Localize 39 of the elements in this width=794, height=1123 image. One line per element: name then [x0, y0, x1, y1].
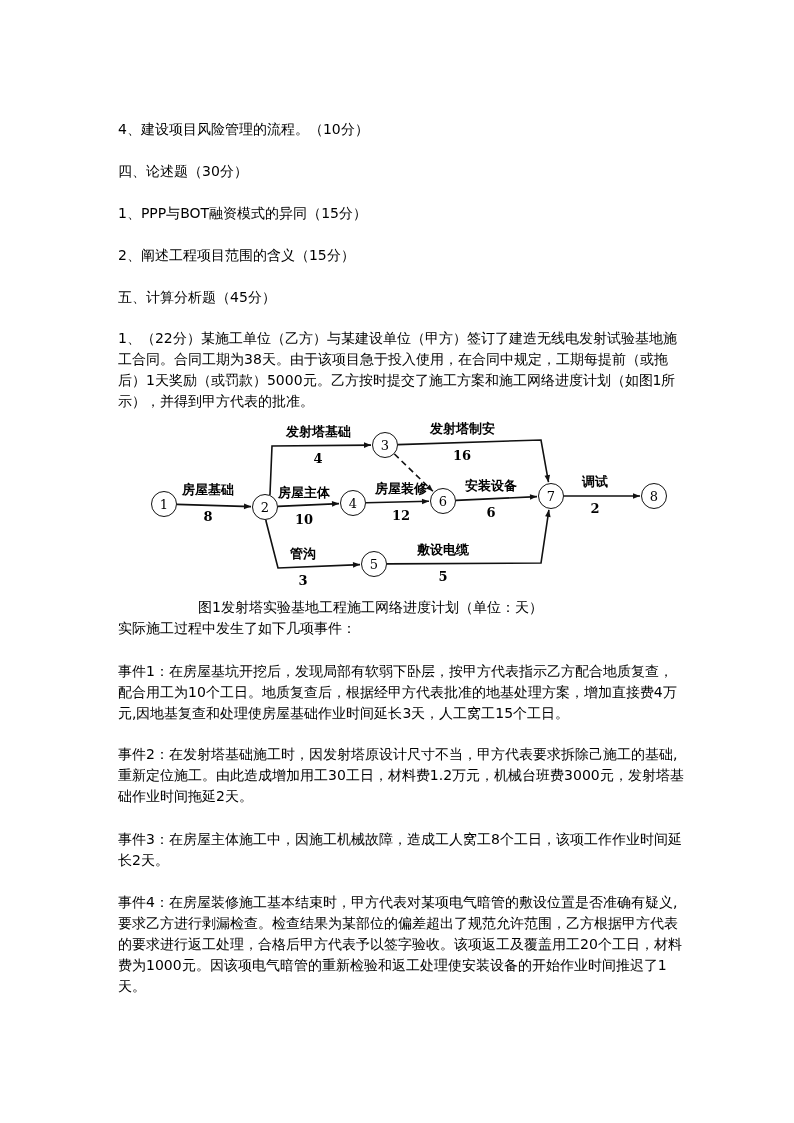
event-circle: 6	[430, 488, 456, 514]
question-text: 4、建设项目风险管理的流程。（10分）	[118, 120, 370, 139]
event-circle: 5	[361, 551, 387, 577]
paragraph: 1、（22分）某施工单位（乙方）与某建设单位（甲方）签订了建造无线电发射试验基地施工合同。合同工期为38天。由于该项目急于投入使用，在合同中规定，工期每提前（或拖后）1天奖励（或罚款）5000元。乙方按时提交了施工方案和施工网络进度计划（如图1所示），并得到甲方代表的批准。	[118, 329, 678, 411]
section-heading: 四、论述题（30分）	[118, 162, 249, 181]
paragraph: 事件1：在房屋基坑开挖后，发现局部有软弱下卧层，按甲方代表指示乙方配合地质复查，配合用工为10个工日。地质复查后，根据经甲方代表批准的地基处理方案，增加直接费4万元,因地基复查和处理使房屋基础作业时间延长3天，人工窝工15个工日。	[118, 662, 678, 723]
arrow	[365, 498, 430, 505]
arrow	[563, 493, 641, 499]
dashed-arrow	[393, 453, 434, 493]
edge-label: 房屋基础 8	[182, 481, 234, 526]
arrow	[455, 494, 538, 502]
arrow	[386, 509, 551, 565]
section-heading: 五、计算分析题（45分）	[118, 288, 277, 307]
arrow	[265, 519, 361, 569]
edge-label: 管沟 3	[290, 545, 316, 590]
paragraph: 实际施工过程中发生了如下几项事件：	[118, 619, 357, 638]
figure-caption: 图1发射塔实验基地工程施工网络进度计划（单位：天）	[198, 598, 543, 617]
edge-label: 敷设电缆 5	[417, 541, 469, 586]
paragraph: 事件4：在房屋装修施工基本结束时，甲方代表对某项电气暗管的敷设位置是否准确有疑义,要求乙方进行剥漏检查。检查结果为某部位的偏差超出了规范允许范围，乙方根据甲方代表的要求进行返工处理，合格后甲方代表予以签字验收。该项返工及覆盖用工20个工日，材料费为1000元。因该项电气暗管的重新检验和返工处理使安装设备的开始作业时间推迟了1天。	[118, 893, 683, 996]
edge-label: 房屋主体 10	[278, 484, 330, 529]
edge-label: 房屋装修 12	[375, 480, 427, 525]
question-text: 2、阐述工程项目范围的含义（15分）	[118, 246, 356, 265]
edge-label: 安装设备 6	[465, 477, 517, 522]
event-circle: 7	[538, 483, 564, 509]
event-circle: 3	[372, 432, 398, 458]
paragraph: 事件2：在发射塔基础施工时，因发射塔原设计尺寸不当，甲方代表要求拆除己施工的基础,重新定位施工。由此造成增加用工30工日，材料费1.2万元，机械台班费3000元，发射塔基础作业时间拖延2天。	[118, 745, 684, 806]
edge-label: 发射塔基础 4	[285, 423, 351, 468]
event-circle: 4	[340, 490, 366, 516]
arrow	[397, 439, 551, 483]
event-circle: 8	[641, 483, 667, 509]
event-circle: 1	[151, 491, 177, 517]
arrow	[176, 503, 252, 510]
question-text: 1、PPP与BOT融资模式的异同（15分）	[118, 204, 368, 223]
edge-label: 发射塔制安 16	[429, 420, 495, 465]
arrow	[268, 442, 372, 496]
edge-label: 调试 2	[582, 473, 608, 518]
event-circle: 2	[252, 494, 278, 520]
arrow	[277, 501, 340, 508]
paragraph: 事件3：在房屋主体施工中，因施工机械故障，造成工人窝工8个工日，该项工作作业时间延长2天。	[118, 830, 683, 870]
